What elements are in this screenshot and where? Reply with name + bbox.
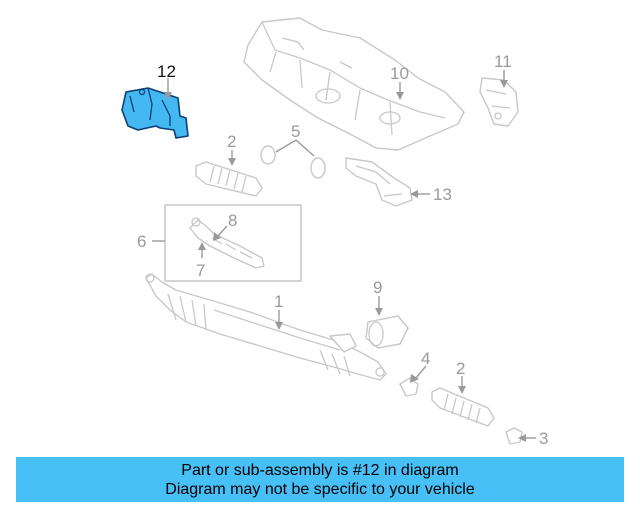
callout-5: 5 [291, 122, 300, 141]
callout-leaders [152, 70, 536, 442]
parts-diagram: 12 10 11 2 5 13 8 6 7 9 1 4 2 3 [121, 17, 548, 448]
part-11-bracket [479, 77, 519, 127]
banner-disclaimer-line: Diagram may not be specific to your vehi… [165, 481, 475, 498]
callout-10: 10 [390, 64, 409, 83]
part-13-shield [345, 157, 413, 207]
info-banner: Part or sub-assembly is #12 in diagram D… [16, 457, 624, 502]
banner-part-line: Part or sub-assembly is #12 in diagram [181, 462, 459, 479]
callout-9: 9 [373, 278, 382, 297]
callout-13: 13 [433, 185, 452, 204]
callout-11: 11 [494, 52, 512, 71]
part-9-boot [365, 315, 409, 349]
callout-8: 8 [228, 211, 237, 230]
callout-2-lower: 2 [456, 359, 465, 378]
part-6-group-box [164, 204, 302, 282]
part-1-rack-housing [145, 273, 387, 381]
callout-3: 3 [539, 429, 548, 448]
part-3-clip [505, 427, 523, 445]
callout-12: 12 [157, 62, 176, 81]
part-10-crossmember [243, 17, 465, 151]
part-2-boot-upper [195, 161, 263, 197]
callout-6: 6 [137, 232, 146, 251]
callout-7: 7 [196, 261, 205, 280]
callout-1: 1 [274, 292, 283, 311]
callout-2-upper: 2 [227, 132, 236, 151]
callout-labels: 12 10 11 2 5 13 8 6 7 9 1 4 2 3 [137, 52, 548, 448]
part-2-boot-lower [431, 387, 495, 427]
part-4-nut [399, 377, 419, 397]
callout-4: 4 [421, 349, 430, 368]
part-12-highlighted-bracket [121, 87, 189, 139]
part-5-seal-rings [260, 145, 326, 179]
